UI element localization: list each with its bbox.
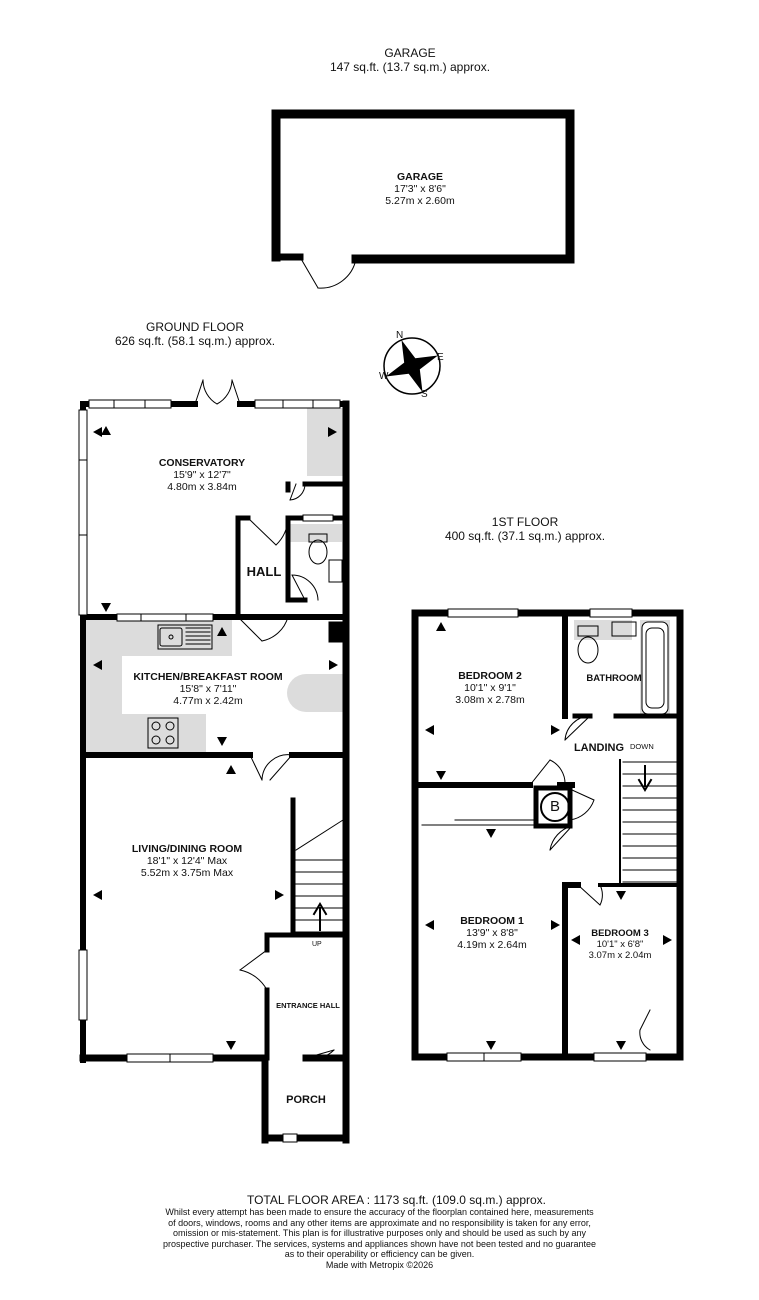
total-floor-area: TOTAL FLOOR AREA : 1173 sq.ft. (109.0 sq… — [246, 1193, 546, 1207]
ground-floor-walls — [79, 400, 350, 1144]
garage-walls — [271, 109, 575, 289]
compass-w: W — [379, 371, 389, 382]
room-porch: PORCH — [286, 1094, 326, 1106]
room-hall: HALL — [246, 564, 282, 579]
compass-s: S — [421, 389, 428, 400]
stairs-down-label: DOWN — [630, 742, 654, 751]
compass-n: N — [396, 330, 404, 341]
stairs — [295, 761, 677, 933]
compass — [383, 337, 441, 395]
credit: Made with Metropix ©2026 — [325, 1259, 434, 1270]
fixtures — [147, 533, 669, 749]
boiler-symbol: B — [540, 792, 570, 822]
room-entrance-hall: ENTRANCE HALL — [276, 1001, 340, 1010]
room-bathroom: BATHROOM — [586, 673, 642, 684]
doors — [194, 379, 651, 1060]
compass-e: E — [437, 352, 444, 363]
windows — [78, 399, 647, 1143]
measure-arrows — [93, 426, 672, 1050]
room-landing: LANDING — [573, 742, 625, 754]
stairs-up-label: UP — [312, 941, 322, 948]
disclaimer: Whilst every attempt has been made to en… — [0, 1207, 759, 1270]
